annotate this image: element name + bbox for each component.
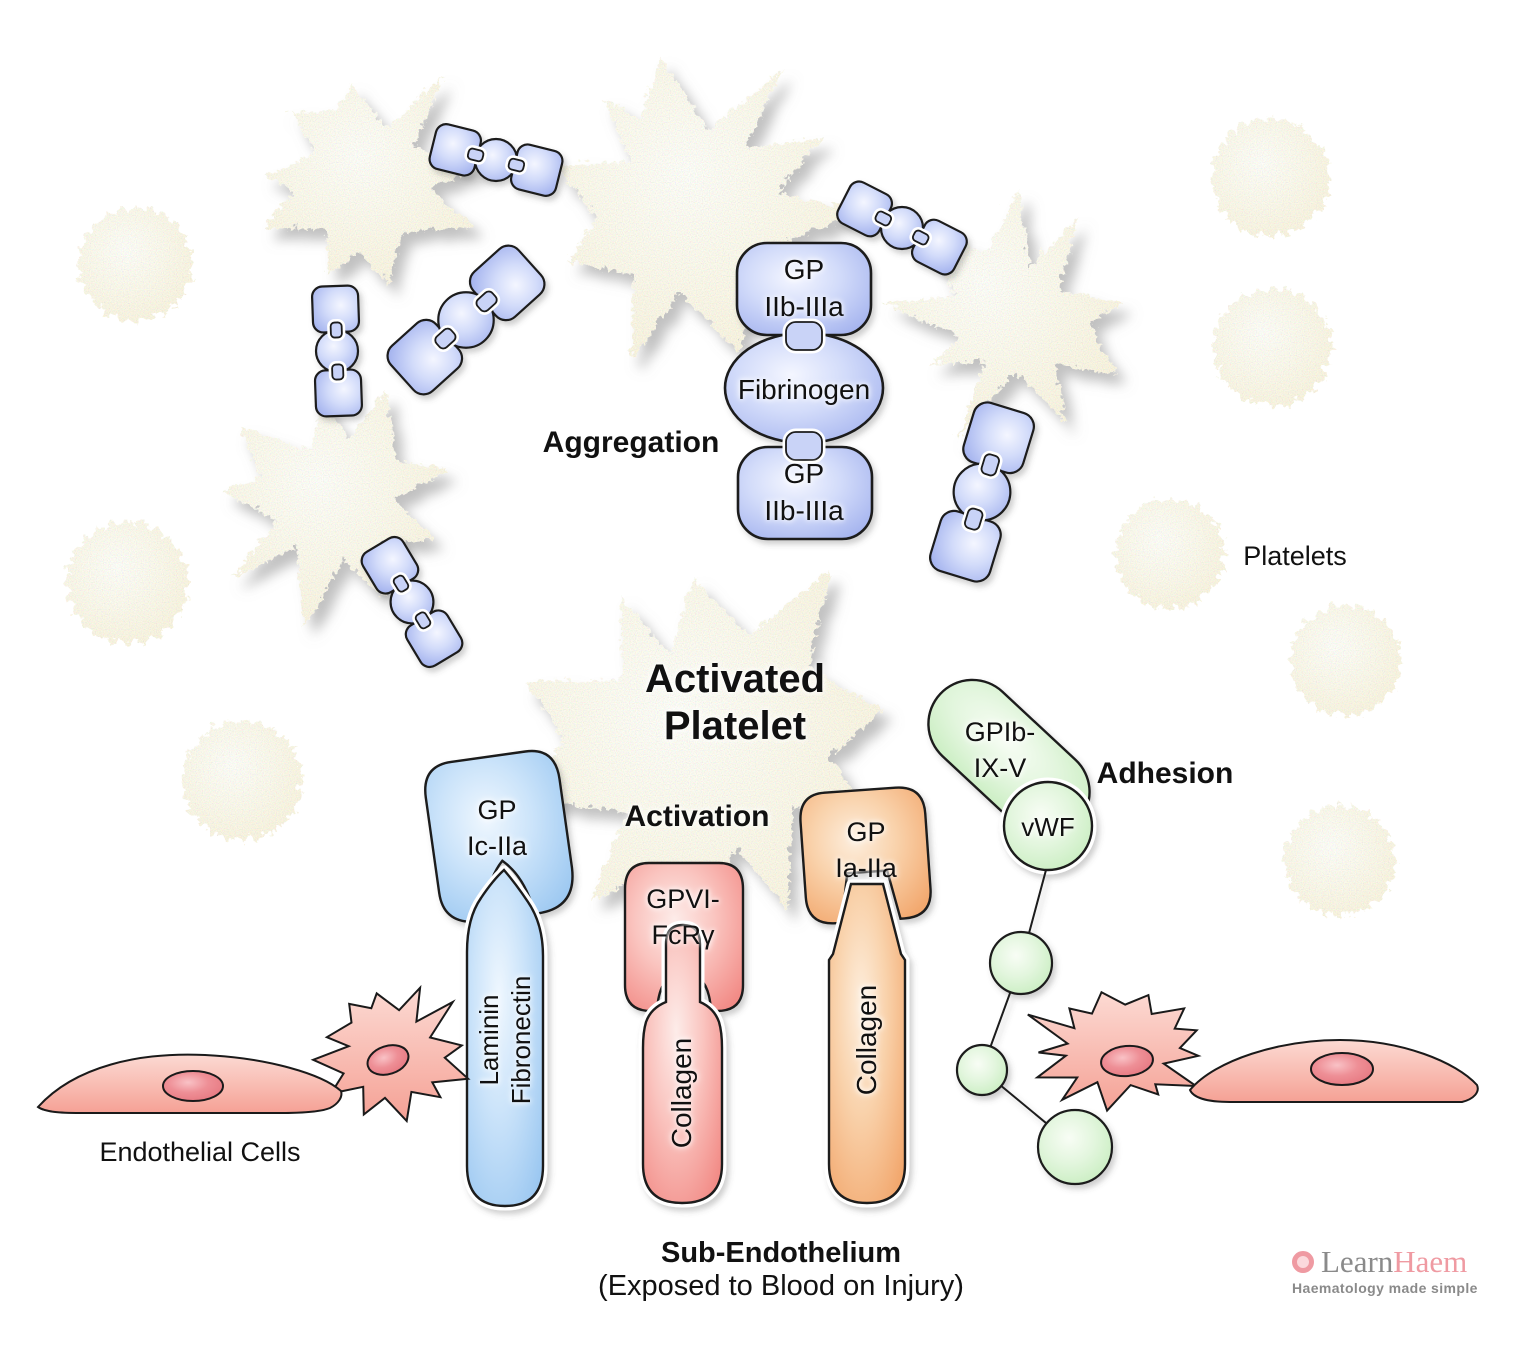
cell-nucleus — [366, 1044, 410, 1076]
gp-ia-iia-label: GP Ia-IIa — [766, 814, 966, 886]
gp-ia-iia-complex — [799, 786, 932, 1208]
gp-ic-iia-line1: GP — [477, 795, 517, 825]
cell-nucleus — [1310, 1052, 1374, 1086]
gp-iib-iiia-bottom-label: GP IIb-IIIa — [704, 455, 904, 529]
gp-ic-iia-line2: Ic-IIa — [466, 831, 527, 861]
connector-plug — [414, 611, 432, 630]
gp-iib-iiia-bottom-line1: GP — [783, 458, 825, 489]
learnhaem-logo: LearnHaem Haematology made simple — [1292, 1246, 1502, 1296]
gp-iib-iiia-top-line1: GP — [783, 254, 825, 285]
laminin-fibronectin-label: Laminin Fibronectin — [473, 875, 537, 1205]
endothelial-cells — [36, 984, 1479, 1124]
aggregation-label: Aggregation — [542, 426, 720, 459]
fibronectin-line: Fibronectin — [506, 975, 536, 1105]
fibrinogen-bridge — [929, 401, 1035, 583]
sub-endothelium-note: (Exposed to Blood on Injury) — [598, 1270, 964, 1302]
connector-plug — [874, 210, 893, 227]
gp-iib-iiia-top-line2: IIb-IIIa — [764, 291, 844, 322]
fibrinogen-bridge — [836, 180, 968, 276]
gpib-ix-v-complex — [927, 678, 1114, 1186]
platelets-label: Platelets — [1243, 541, 1347, 571]
fibrinogen-bridge — [360, 535, 464, 669]
logo-circle-icon — [1292, 1251, 1314, 1273]
resting-platelet-shape — [1109, 494, 1225, 610]
fibrinogen-bridge — [386, 244, 546, 396]
activated-platelet-shape — [220, 386, 446, 626]
gpvi-fcr-label: GPVI- FcRγ — [583, 881, 783, 953]
logo-wordmark: LearnHaem — [1321, 1246, 1467, 1278]
vwf-chain-link — [980, 869, 1076, 1148]
connector-plug — [329, 321, 343, 339]
logo-tagline: Haematology made simple — [1292, 1280, 1478, 1296]
gp-ic-iia-label: GP Ic-IIa — [397, 792, 597, 864]
gp-ic-iia-complex — [424, 749, 574, 1211]
activated-platelet-label: Activated Platelet — [585, 656, 885, 750]
activated-platelet-shape — [518, 566, 881, 949]
fibrinogen-bridge — [428, 123, 564, 197]
connector-plug — [507, 157, 526, 173]
gpib-ix-v-line2: IX-V — [973, 753, 1027, 783]
connector-plug — [964, 507, 984, 531]
vwf-label: vWF — [1021, 812, 1075, 842]
vwf-shape — [1002, 780, 1094, 872]
collagen-left-label: Collagen — [666, 1037, 697, 1149]
connector-plug — [475, 290, 498, 313]
gp-ia-iia-line1: GP — [846, 817, 886, 847]
logo-learn: Learn — [1321, 1244, 1394, 1279]
gpvi-fcr-line1: GPVI- — [646, 884, 720, 914]
connector-plug — [331, 363, 345, 381]
fibrinogen-receptor-chains — [311, 123, 1035, 669]
gp-ia-iia-shape — [799, 786, 932, 925]
activated-platelet-line2: Platelet — [663, 704, 807, 748]
connector-plug — [434, 327, 457, 350]
gp-ic-iia-shape — [424, 749, 574, 924]
fibrinogen-bridge — [311, 284, 363, 418]
collagen-right-shape — [827, 882, 907, 1205]
gpvi-fcr-line2: FcRγ — [651, 920, 715, 950]
vwf-multimer-bead — [988, 930, 1054, 996]
laminin-line: Laminin — [474, 994, 504, 1086]
fibrinogen-label: Fibrinogen — [737, 374, 871, 405]
vwf-multimer-bead — [955, 1043, 1009, 1097]
gp-ia-iia-line2: Ia-IIa — [835, 853, 897, 883]
gp-iib-iiia-bottom-line2: IIb-IIIa — [764, 495, 844, 526]
endothelial-cells-label: Endothelial Cells — [99, 1137, 301, 1167]
activation-label: Activation — [624, 800, 770, 833]
gpib-ix-v-line1: GPIb- — [964, 717, 1036, 747]
resting-platelet-shape — [1206, 113, 1330, 237]
gp-iib-iiia-fibrinogen-complex — [723, 241, 885, 541]
connector-plug — [980, 453, 1000, 477]
resting-platelet-shape — [1285, 600, 1401, 716]
gpvi-fcr-complex — [623, 861, 745, 1208]
resting-platelet-shape — [1279, 800, 1395, 916]
resting-platelet-shape — [177, 715, 303, 841]
collagen-left-shape — [641, 923, 724, 1205]
connector-plug — [466, 147, 485, 163]
gp-iib-iiia-top-label: GP IIb-IIIa — [704, 251, 904, 325]
laminin-fibronectin-shape — [465, 868, 545, 1208]
adhesion-receptors — [424, 678, 1114, 1211]
gpib-ix-v-label: GPIb- IX-V — [900, 714, 1100, 786]
logo-row: LearnHaem — [1292, 1246, 1502, 1278]
connector-plug — [911, 229, 930, 246]
connector-plug — [785, 321, 823, 351]
activated-platelet-shape — [261, 72, 486, 283]
activated-platelet-line1: Activated — [644, 657, 826, 701]
resting-platelets — [61, 113, 1401, 916]
connector-plug — [785, 431, 823, 461]
vwf-multimer-bead — [1036, 1108, 1114, 1186]
sub-endothelium-label: Sub-Endothelium — [660, 1237, 902, 1269]
logo-haem: Haem — [1393, 1244, 1468, 1279]
resting-platelet-shape — [73, 202, 193, 322]
cell-nucleus — [162, 1070, 224, 1102]
collagen-right-label: Collagen — [851, 984, 882, 1096]
resting-platelet-shape — [61, 516, 189, 644]
cell-nucleus — [1100, 1044, 1154, 1078]
connector-plug — [392, 574, 410, 593]
resting-platelet-shape — [1208, 283, 1332, 407]
adhesion-label: Adhesion — [1096, 757, 1234, 790]
